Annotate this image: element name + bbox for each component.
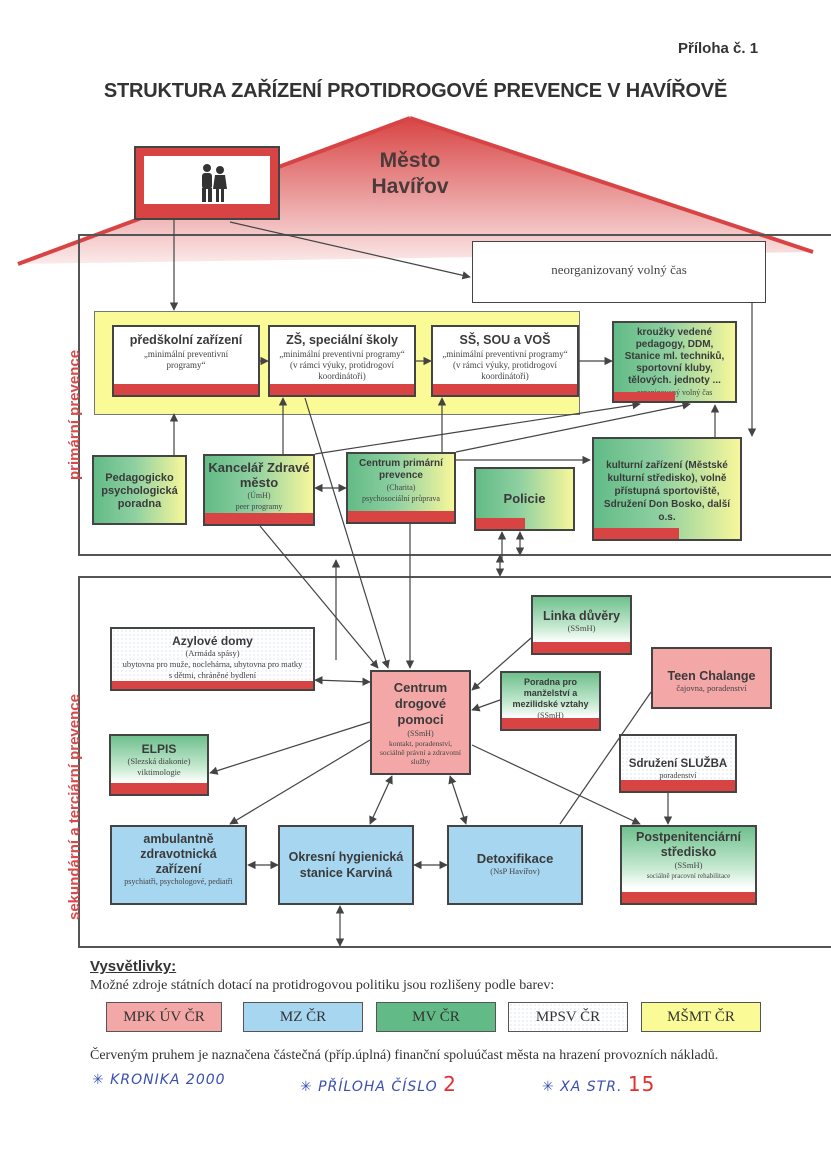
legend-item-mz: MZ ČR bbox=[243, 1002, 363, 1032]
node-ambulant-care: ambulantně zdravotnická zařízení psychia… bbox=[110, 825, 247, 905]
legend-item-mpsv: MPSV ČR bbox=[508, 1002, 628, 1032]
legend-item-msmt: MŠMT ČR bbox=[641, 1002, 761, 1032]
people-icon bbox=[202, 164, 227, 202]
node-preschool: předškolní zařízení „minimální preventiv… bbox=[112, 325, 260, 397]
node-secondary-schools: SŠ, SOU a VOŠ „minimální preventivní pro… bbox=[431, 325, 579, 397]
handwritten-note-page: ✳ XA STR. 15 bbox=[542, 1072, 655, 1096]
node-sluzba-association: Sdružení SLUŽBA poradenství bbox=[619, 734, 737, 793]
handwritten-text: ✳ KRONIKA 2000 bbox=[92, 1072, 226, 1088]
node-primary-prevention-center: Centrum primární prevence (Charita) psyc… bbox=[346, 452, 456, 524]
node-healthy-city-office: Kancelář Zdravé město (ÚmH) peer program… bbox=[203, 454, 315, 526]
node-marriage-counseling: Poradna pro manželství a mezilidské vzta… bbox=[500, 671, 601, 731]
handwritten-note-annex: ✳ PŘÍLOHA ČÍSLO 2 bbox=[300, 1072, 457, 1096]
node-unorganized-free-time: neorganizovaný volný čas bbox=[472, 241, 766, 303]
annex-label: Příloha č. 1 bbox=[678, 40, 759, 57]
legend-item-mv: MV ČR bbox=[376, 1002, 496, 1032]
handwritten-note-chronicle: ✳ KRONIKA 2000 bbox=[92, 1072, 226, 1088]
city-line1: Město bbox=[379, 149, 441, 172]
node-postpenitentiary: Postpenitenciární středisko (SSmH) sociá… bbox=[620, 825, 757, 905]
node-culture-facilities: kulturní zařízení (Městské kulturní stře… bbox=[592, 437, 742, 541]
node-pedagogical-counseling: Pedagogicko psychologická poradna bbox=[92, 455, 187, 525]
secondary-prevention-label: sekundární a terciární prevence bbox=[66, 694, 83, 920]
citizens-box bbox=[134, 146, 280, 220]
node-elpis: ELPIS (Slezská diakonie) viktimologie bbox=[109, 734, 209, 796]
roof-edge-right bbox=[409, 116, 814, 254]
legend-title: Vysvětlivky: bbox=[90, 958, 177, 975]
node-hotline: Linka důvěry (SSmH) bbox=[531, 595, 632, 655]
legend-item-mpk: MPK ÚV ČR bbox=[106, 1002, 222, 1032]
secondary-prevention-frame bbox=[78, 576, 831, 948]
node-hygiene-station: Okresní hygienická stanice Karviná bbox=[278, 825, 414, 905]
handwritten-number: 15 bbox=[627, 1072, 656, 1096]
node-teen-challenge: Teen Chalange čajovna, poradenství bbox=[651, 647, 772, 709]
node-primary-schools: ZŠ, speciální školy „minimální preventiv… bbox=[268, 325, 416, 397]
node-clubs: kroužky vedené pedagogy, DDM, Stanice ml… bbox=[612, 321, 737, 403]
legend-note: Červeným pruhem je naznačena částečná (p… bbox=[90, 1048, 719, 1063]
page-title: STRUKTURA ZAŘÍZENÍ PROTIDROGOVÉ PREVENCE… bbox=[103, 80, 728, 102]
handwritten-text: ✳ PŘÍLOHA ČÍSLO bbox=[300, 1079, 438, 1095]
handwritten-number: 2 bbox=[443, 1072, 457, 1096]
city-label: Město Havířov bbox=[340, 148, 480, 200]
node-detox: Detoxifikace (NsP Havířov) bbox=[447, 825, 583, 905]
node-police: Policie bbox=[474, 467, 575, 531]
city-line2: Havířov bbox=[371, 175, 449, 198]
node-asylum-houses: Azylové domy (Armáda spásy) ubytovna pro… bbox=[110, 627, 315, 691]
handwritten-text: ✳ XA STR. bbox=[542, 1079, 623, 1095]
node-drug-help-center: Centrum drogové pomoci (SSmH) kontakt, p… bbox=[370, 670, 471, 775]
roof-triangle bbox=[18, 118, 813, 264]
legend-description: Možné zdroje státních dotací na protidro… bbox=[90, 978, 555, 993]
primary-prevention-label: primární prevence bbox=[66, 349, 83, 480]
